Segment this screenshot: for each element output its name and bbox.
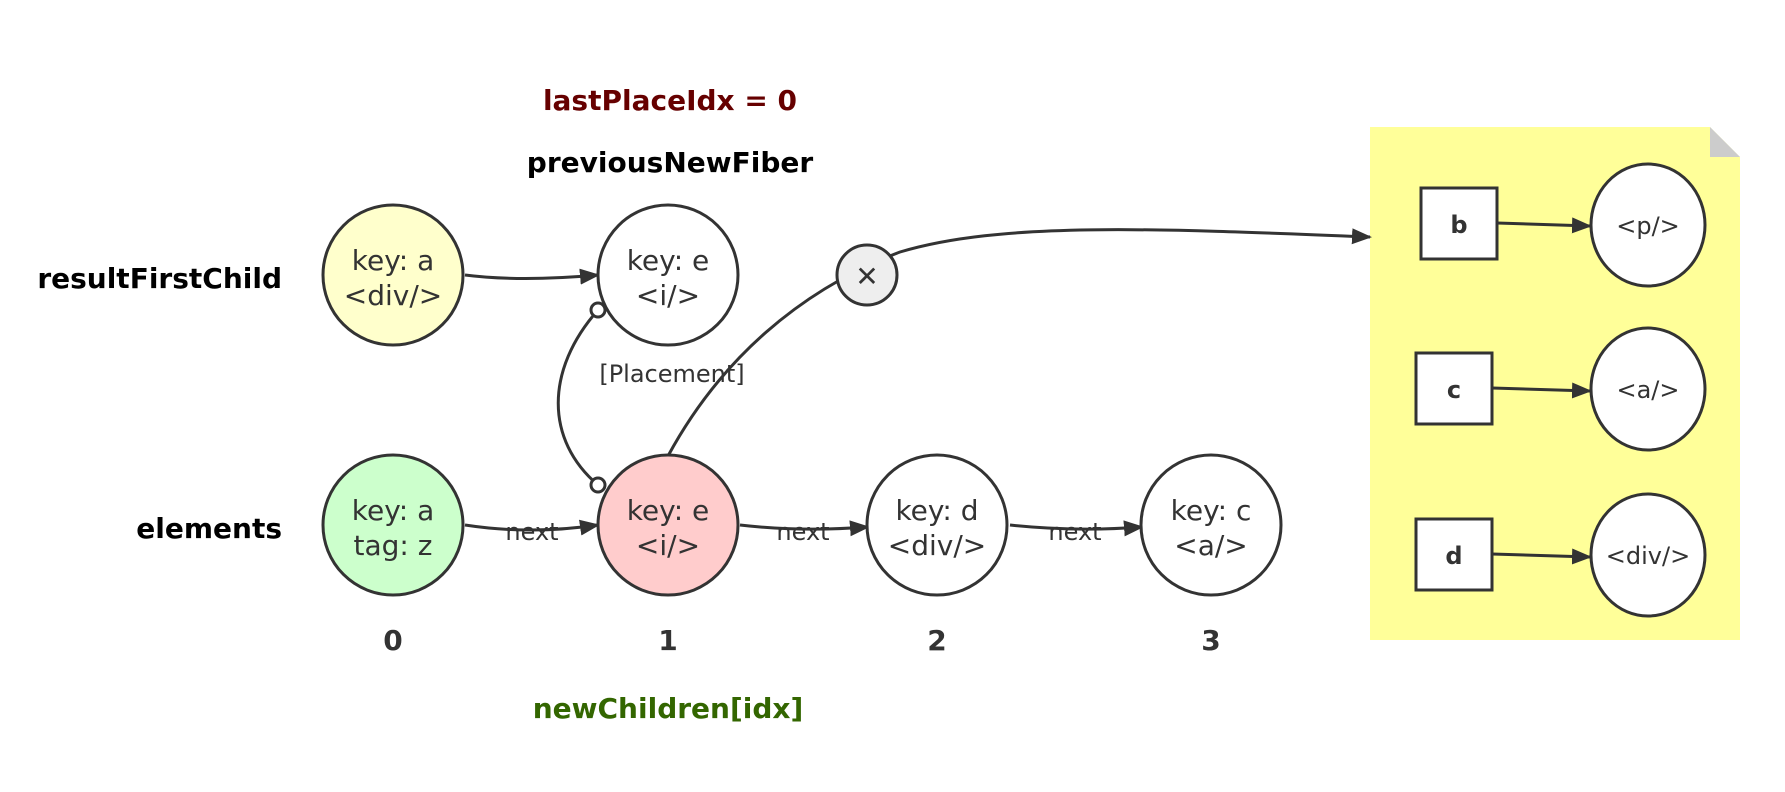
element-node-2-line1: key: d xyxy=(895,494,978,527)
map-value-c: <a/> xyxy=(1616,376,1679,404)
element-node-0-line2: tag: z xyxy=(354,529,433,562)
index-label-0: 0 xyxy=(383,624,402,657)
new-children-idx-label: newChildren[idx] xyxy=(533,692,804,725)
map-edge-b xyxy=(1496,217,1592,234)
map-value-b: <p/> xyxy=(1616,212,1680,240)
element-node-2: key: d <div/> xyxy=(865,453,1009,597)
map-value-node-b xyxy=(1589,162,1707,288)
element-node-0-line1: key: a xyxy=(352,494,434,527)
map-edge-c xyxy=(1491,382,1592,399)
element-node-3-line2: <a/> xyxy=(1174,529,1248,562)
fiber-node-a-line1: key: a xyxy=(352,244,434,277)
fiber-node-e-line1: key: e xyxy=(627,244,710,277)
element-edge-2-3 xyxy=(1009,520,1144,537)
map-entry-b: b <p/> xyxy=(1419,162,1707,288)
map-value-node-d xyxy=(1589,492,1707,618)
fiber-node-a: key: a <div/> xyxy=(321,203,465,347)
element-node-3-line1: key: c xyxy=(1171,494,1252,527)
map-edge-d xyxy=(1491,548,1592,565)
map-entry-c: c <a/> xyxy=(1414,326,1707,452)
map-value-d: <div/> xyxy=(1606,542,1690,570)
fiber-node-e-line2: <i/> xyxy=(636,279,700,312)
fiber-node-e: key: e <i/> xyxy=(596,203,740,347)
element-edge-2-3-label: next xyxy=(1048,518,1101,546)
map-key-box-d xyxy=(1414,517,1494,592)
last-place-idx-label: lastPlaceIdx = 0 xyxy=(543,84,797,117)
element-node-3: key: c <a/> xyxy=(1139,453,1283,597)
map-key-c: c xyxy=(1447,376,1461,404)
map-value-node-c xyxy=(1589,326,1707,452)
index-label-3: 3 xyxy=(1201,624,1220,657)
element-node-1-line2: <i/> xyxy=(636,529,700,562)
index-label-2: 2 xyxy=(927,624,946,657)
elements-label: elements xyxy=(136,512,282,545)
element-node-1-line1: key: e xyxy=(627,494,710,527)
map-key-box-c xyxy=(1414,351,1494,426)
fiber-edge-a-to-e xyxy=(464,268,600,285)
index-label-1: 1 xyxy=(658,624,677,657)
delete-x-icon: ✕ xyxy=(855,260,878,293)
element-edge-0-1 xyxy=(464,519,600,536)
result-first-child-label: resultFirstChild xyxy=(37,262,282,295)
map-key-d: d xyxy=(1445,542,1462,570)
delete-edge-to-map xyxy=(666,228,1372,457)
delete-mark: ✕ xyxy=(835,243,899,307)
element-edge-1-2 xyxy=(739,520,870,537)
element-edge-0-1-label: next xyxy=(505,518,558,546)
placement-connector xyxy=(556,301,607,494)
fiber-node-a-line2: <div/> xyxy=(344,279,442,312)
element-edge-1-2-label: next xyxy=(776,518,829,546)
previous-new-fiber-label: previousNewFiber xyxy=(527,146,814,179)
element-node-2-line2: <div/> xyxy=(888,529,986,562)
placement-label: [Placement] xyxy=(599,360,744,388)
element-node-0: key: a tag: z xyxy=(321,453,465,597)
element-node-1: key: e <i/> xyxy=(596,453,740,597)
map-key-b: b xyxy=(1450,211,1467,239)
map-entry-d: d <div/> xyxy=(1414,492,1707,618)
